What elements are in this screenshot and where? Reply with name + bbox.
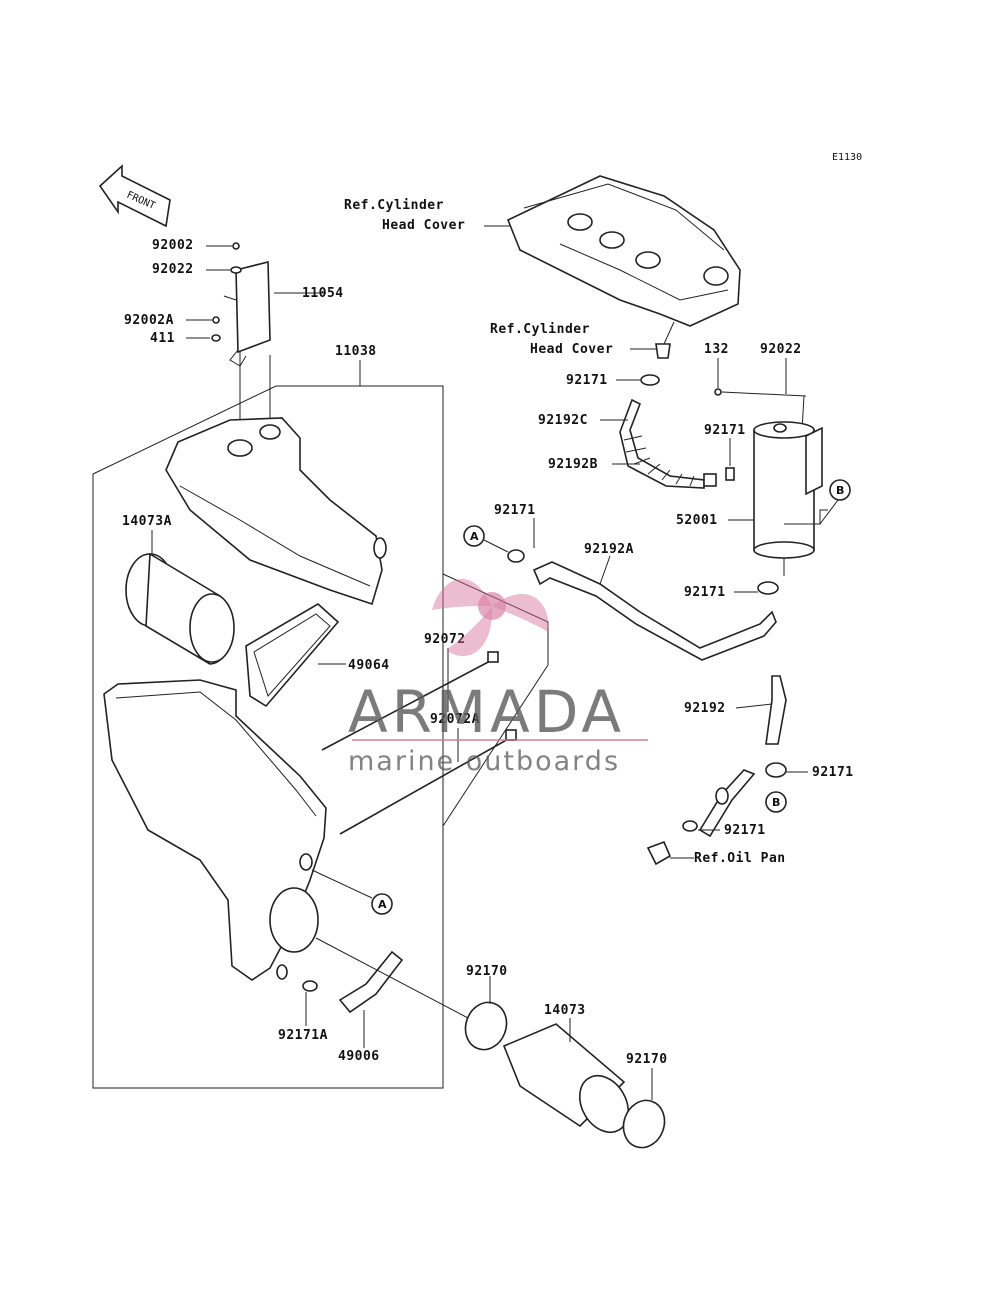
clip-92171-lower: [757, 581, 779, 595]
gasket-49064: [245, 603, 340, 708]
label-49006: 49006: [338, 1049, 380, 1064]
ref-cyl-head-2-line2: Head Cover: [530, 342, 613, 357]
label-92170-right: 92170: [626, 1052, 668, 1067]
label-92002: 92002: [152, 238, 194, 253]
label-14073: 14073: [544, 1003, 586, 1018]
ref-cyl-head-2-line1: Ref.Cylinder: [490, 322, 590, 337]
ref-cyl-head-1-line1: Ref.Cylinder: [344, 198, 444, 213]
callout-a-left-text: A: [378, 898, 387, 911]
label-92192B: 92192B: [548, 457, 598, 472]
label-92171-canister: 92171: [704, 423, 746, 438]
cylinder-head-cover: [506, 175, 741, 327]
breather-nipple: [655, 343, 671, 359]
label-92072A: 92072A: [430, 712, 480, 727]
label-92192A: 92192A: [584, 542, 634, 557]
label-92072: 92072: [424, 632, 466, 647]
hose-92192C-92192B: [619, 398, 717, 489]
clip-92171-a: [507, 549, 525, 563]
label-11038: 11038: [335, 344, 377, 359]
clamp-92170-left: [315, 937, 508, 1051]
label-14073A: 14073A: [122, 514, 172, 529]
bracket-11054: [186, 242, 326, 440]
label-92022-top: 92022: [152, 262, 194, 277]
hose-92192: [698, 675, 787, 838]
clamp-92170-right: [622, 1068, 666, 1149]
label-92171-upper: 92171: [566, 373, 608, 388]
label-52001: 52001: [676, 513, 718, 528]
hose-49006: [338, 950, 404, 1014]
screw-132: [714, 388, 722, 396]
label-92171-a: 92171: [494, 503, 536, 518]
air-filter-14073A: [125, 530, 235, 665]
label-92171-lower: 92171: [684, 585, 726, 600]
callout-b-upper: [829, 479, 851, 501]
diagram-code: E1130: [832, 152, 862, 163]
label-11054: 11054: [302, 286, 344, 301]
label-411: 411: [150, 331, 175, 346]
watermark-tagline: marine outboards: [348, 746, 620, 777]
callout-b-lower-text: B: [772, 796, 780, 809]
hose-92192A: [532, 555, 777, 661]
ref-oil-pan: Ref.Oil Pan: [694, 851, 786, 866]
airbox-case: [103, 679, 327, 981]
tie-92072: [321, 648, 499, 751]
label-92171-oilpan: 92171: [724, 823, 766, 838]
ref-cyl-head-1-line2: Head Cover: [382, 218, 465, 233]
label-49064: 49064: [348, 658, 390, 673]
label-92192C: 92192C: [538, 413, 588, 428]
clip-92171-right: [765, 762, 787, 778]
clip-92171A: [302, 980, 318, 1026]
oil-pan-fitting: [646, 840, 672, 866]
duct-14073: [502, 1018, 630, 1134]
label-92171A: 92171A: [278, 1028, 328, 1043]
front-arrow-icon: FRONT: [98, 164, 171, 228]
callout-a-upper-text: A: [470, 530, 479, 543]
label-92192: 92192: [684, 701, 726, 716]
separator-tank-52001: [753, 421, 828, 576]
airbox-group-border: [92, 385, 444, 1089]
callout-a-left: [371, 893, 393, 915]
callout-b-lower: [765, 791, 787, 813]
clip-92171-canister: [725, 467, 735, 481]
label-92170-left: 92170: [466, 964, 508, 979]
callout-a-upper: [463, 525, 485, 547]
callout-b-upper-text: B: [836, 484, 844, 497]
watermark-brand: ARMADA: [348, 678, 625, 746]
label-132: 132: [704, 342, 729, 357]
clip-92171-oilpan: [682, 820, 698, 832]
label-92022-right: 92022: [760, 342, 802, 357]
airbox-cover: [165, 417, 387, 606]
clip-92171-upper: [640, 374, 660, 386]
label-92002A: 92002A: [124, 313, 174, 328]
armada-logo: [432, 578, 549, 657]
label-92171-right: 92171: [812, 765, 854, 780]
